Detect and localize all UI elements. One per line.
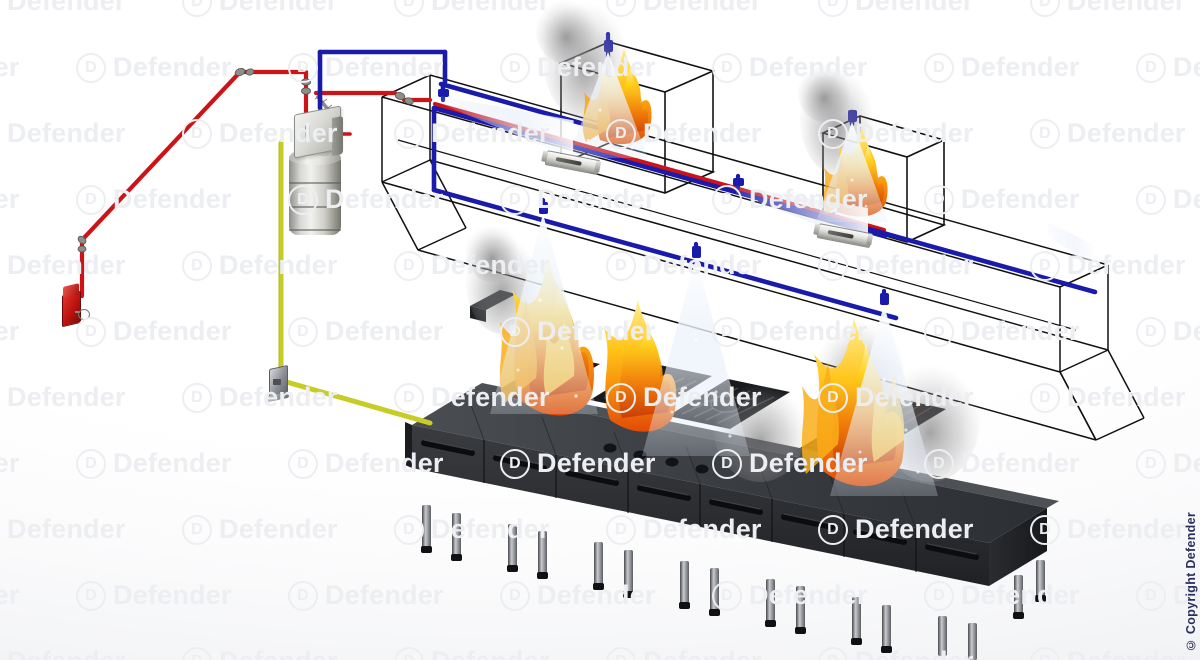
cylinder-band: [289, 182, 341, 184]
copyright-notice: © Copyright Defender: [1184, 511, 1198, 652]
pull-station-stem: [75, 311, 80, 313]
cylinder-body: [289, 155, 341, 235]
cylinder-band: [289, 206, 341, 208]
cylinder-band: [289, 229, 341, 231]
pull-station-ring-handle[interactable]: [78, 309, 90, 320]
pipe-fittings: [77, 67, 414, 253]
nozzle-spray-cones: [490, 52, 938, 496]
appliance-handles: [421, 440, 979, 560]
control-knobs: [602, 442, 710, 475]
gas-valve-label-plate: [273, 379, 281, 385]
appliance-legs: [421, 505, 1046, 660]
